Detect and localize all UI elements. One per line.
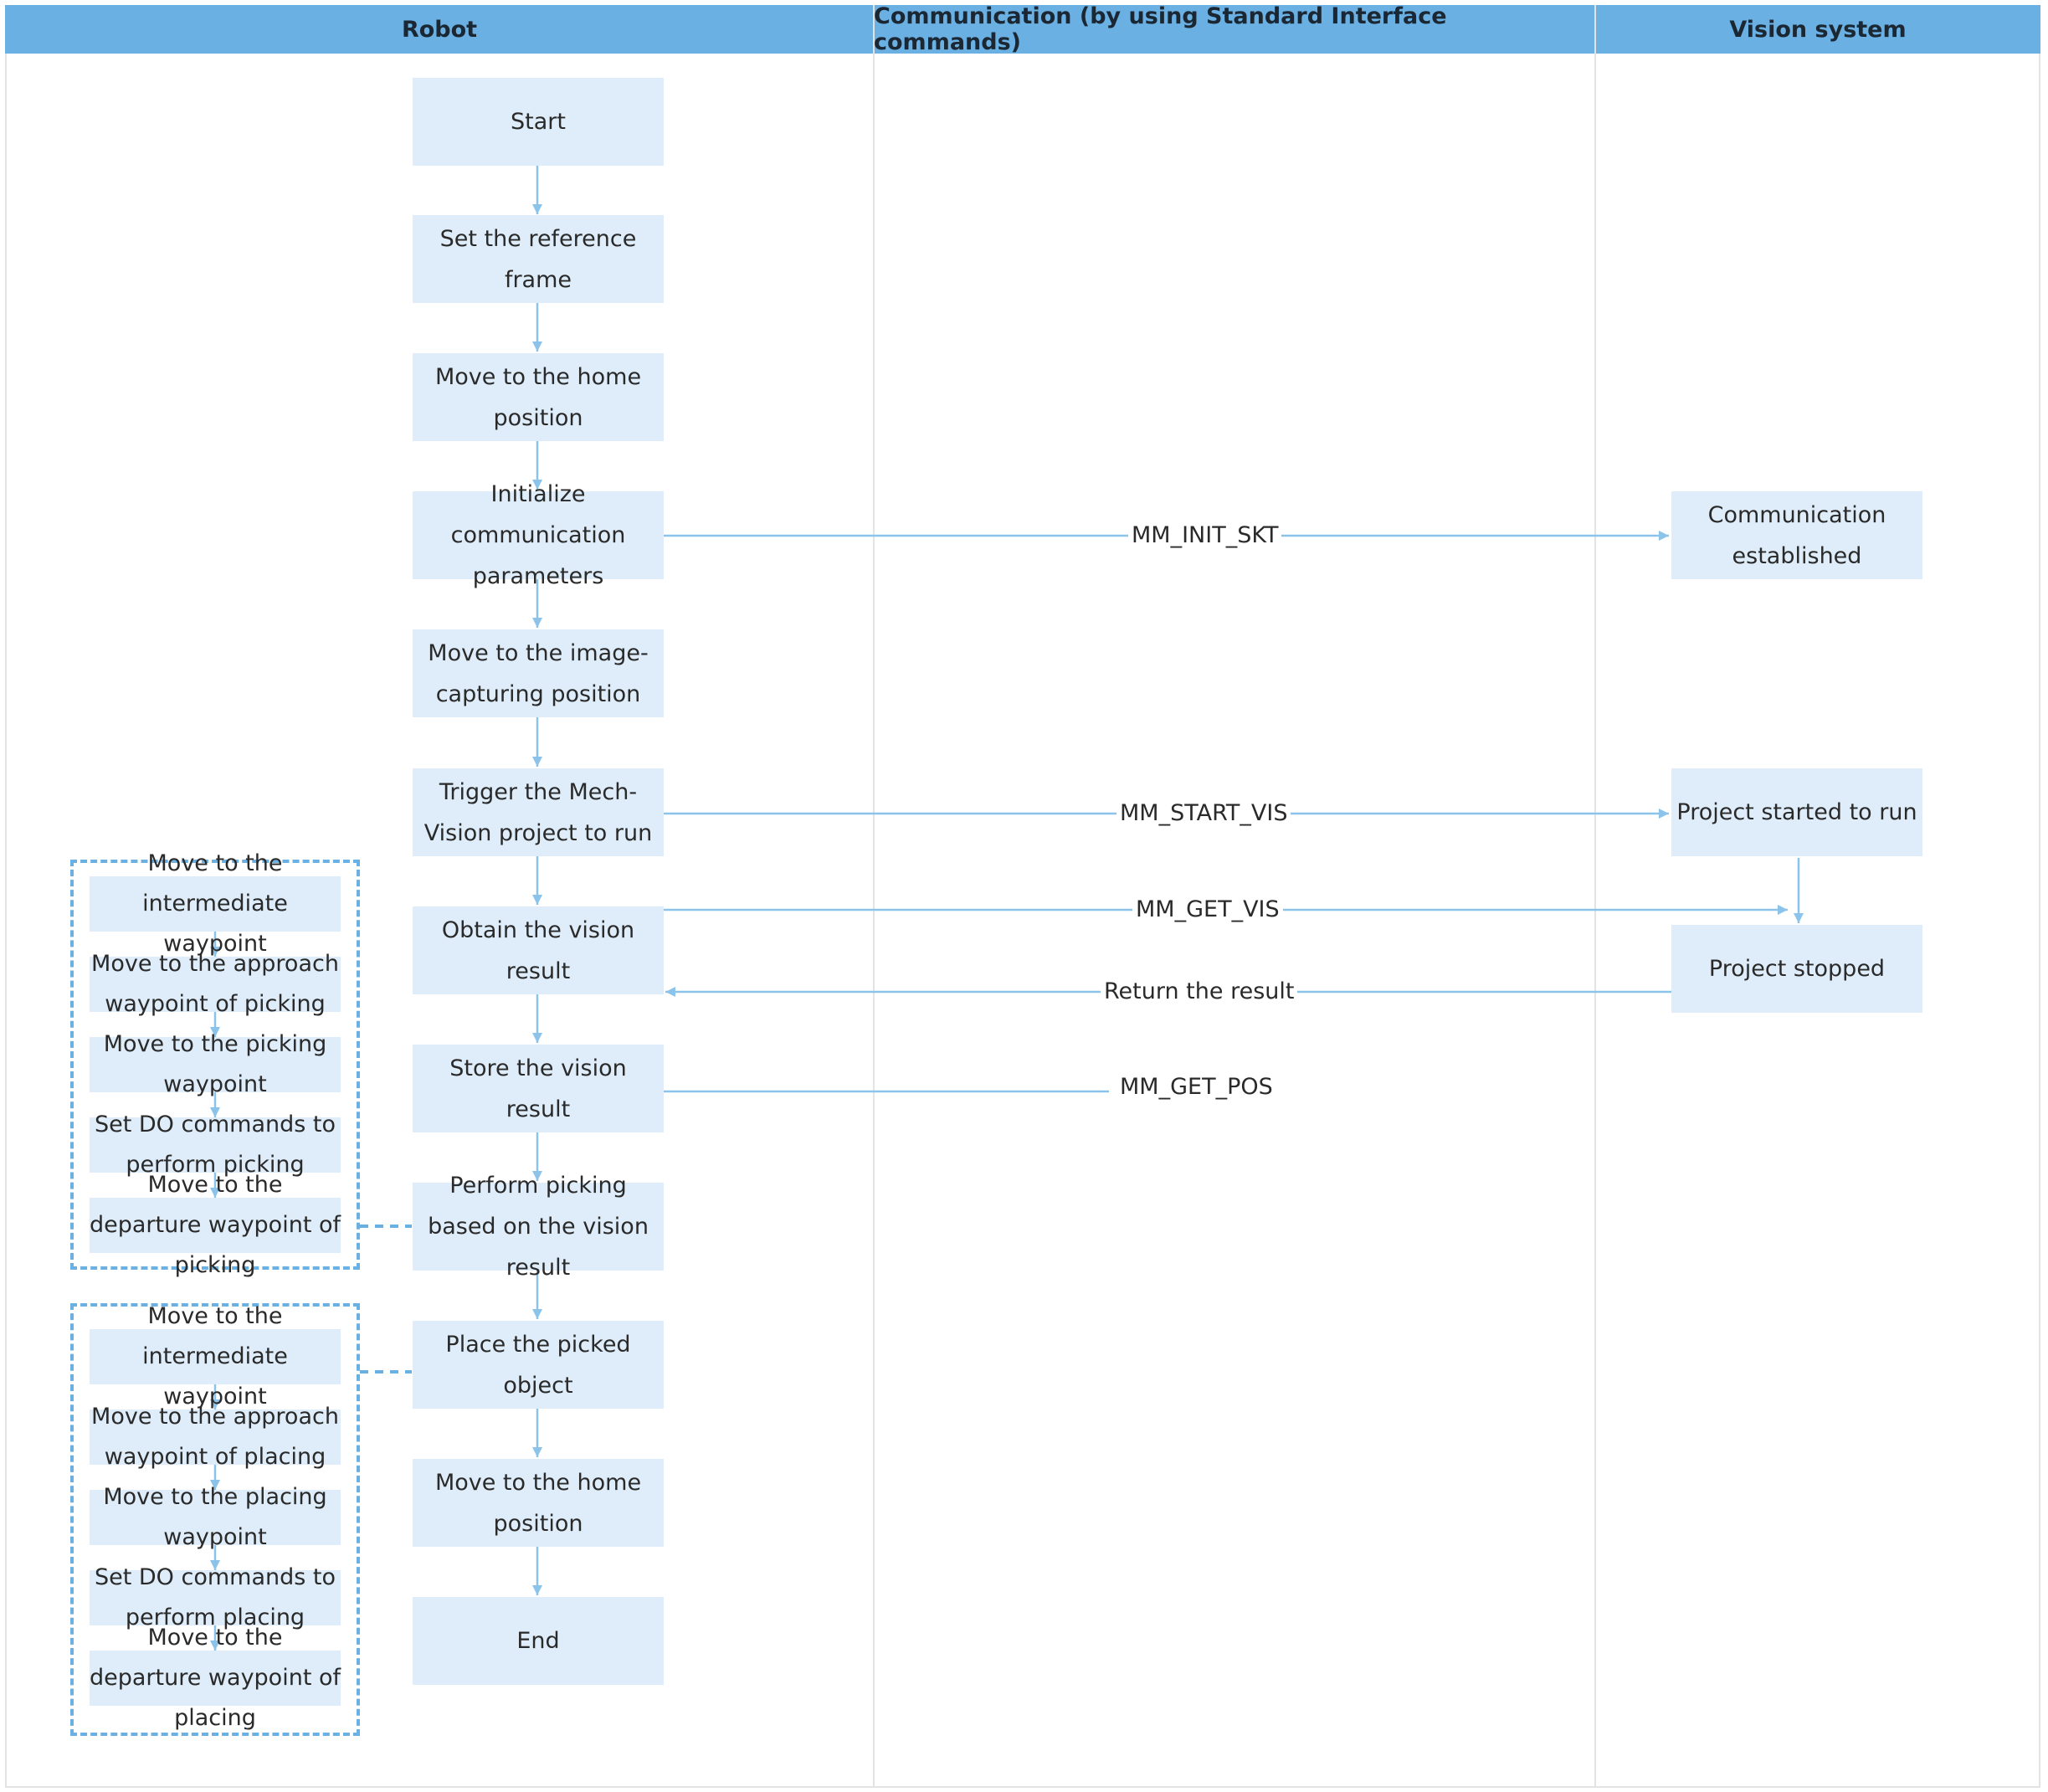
step-set-reference-frame: Set the reference frame — [413, 215, 664, 303]
picking-substeps-group — [70, 860, 360, 1270]
placing-substep-5: Move to the departure waypoint of placin… — [90, 1625, 341, 1731]
message-mm-init-skt: MM_INIT_SKT — [1128, 521, 1282, 550]
vision-communication-established: Communication established — [1671, 491, 1922, 579]
step-move-home: Move to the home position — [413, 353, 664, 441]
lane-divider-robot — [873, 5, 875, 1788]
step-end: End — [413, 1597, 664, 1685]
vision-project-stopped: Project stopped — [1671, 925, 1922, 1013]
message-mm-get-pos: MM_GET_POS — [1116, 1073, 1276, 1101]
message-mm-get-vis: MM_GET_VIS — [1132, 896, 1283, 924]
placing-substep-2: Move to the approach waypoint of placing — [90, 1404, 341, 1470]
header-bar — [5, 5, 2040, 54]
picking-substep-3: Move to the picking waypoint — [90, 1031, 341, 1097]
step-place-object: Place the picked object — [413, 1321, 664, 1409]
message-return-result: Return the result — [1101, 978, 1298, 1006]
lane-divider-vision — [1594, 5, 1596, 1788]
step-move-image-capturing: Move to the image-capturing position — [413, 629, 664, 717]
step-trigger-project: Trigger the Mech-Vision project to run — [413, 768, 664, 856]
step-store-result: Store the vision result — [413, 1045, 664, 1132]
vision-project-started: Project started to run — [1671, 768, 1922, 856]
picking-substep-4: Set DO commands to perform picking — [90, 1112, 341, 1178]
placing-substep-3: Move to the placing waypoint — [90, 1484, 341, 1550]
column-header-communication: Communication (by using Standard Interfa… — [874, 3, 1447, 55]
step-move-home-2: Move to the home position — [413, 1459, 664, 1547]
picking-substep-5: Move to the departure waypoint of pickin… — [90, 1172, 341, 1278]
step-init-communication: Initialize communication parameters — [413, 481, 664, 589]
placing-substeps-group — [70, 1303, 360, 1736]
step-start: Start — [413, 78, 664, 166]
step-obtain-result: Obtain the vision result — [413, 906, 664, 994]
column-header-vision: Vision system — [1729, 16, 1907, 43]
picking-substep-1: Move to the intermediate waypoint — [90, 850, 341, 957]
placing-substep-1: Move to the intermediate waypoint — [90, 1303, 341, 1409]
step-perform-picking: Perform picking based on the vision resu… — [413, 1173, 664, 1281]
column-header-robot: Robot — [401, 16, 478, 43]
picking-substep-2: Move to the approach waypoint of picking — [90, 951, 341, 1017]
message-mm-start-vis: MM_START_VIS — [1116, 799, 1291, 828]
